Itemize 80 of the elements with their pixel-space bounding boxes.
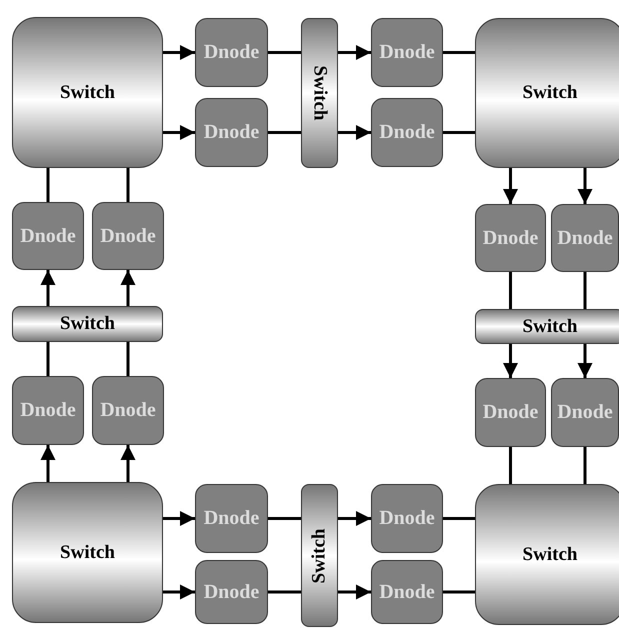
connector-line — [268, 590, 301, 594]
node-label: Dnode — [379, 41, 435, 64]
arrow — [338, 511, 371, 526]
arrow — [578, 344, 592, 378]
dnode-box — [371, 484, 443, 553]
switch-box — [12, 306, 163, 342]
dnode-box — [551, 204, 619, 272]
connector-line — [443, 51, 475, 54]
switch-box — [301, 484, 338, 627]
switch-box — [12, 482, 163, 623]
switch-box — [475, 18, 619, 168]
node-label: Switch — [60, 313, 115, 335]
arrow — [40, 445, 56, 482]
node-label: Switch — [522, 544, 578, 566]
dnode-box — [371, 98, 443, 167]
arrow — [120, 445, 136, 482]
arrow — [163, 584, 195, 600]
node-label: Dnode — [20, 224, 76, 248]
node-label: Dnode — [379, 580, 435, 604]
arrow — [120, 270, 136, 306]
node-label: Switch — [522, 82, 578, 104]
switch-box — [475, 484, 619, 625]
dnode-box — [475, 378, 546, 447]
switch-box — [12, 17, 163, 168]
node-label: Dnode — [379, 507, 435, 530]
node-label: Dnode — [204, 121, 260, 144]
connector-line — [268, 131, 301, 134]
connector-line — [268, 51, 301, 54]
dnode-box — [371, 18, 443, 87]
switch-box — [475, 309, 619, 344]
node-label: Switch — [308, 528, 330, 583]
connector-line — [509, 272, 512, 309]
dnode-box — [92, 376, 164, 445]
dnode-box — [92, 202, 164, 270]
connector-line — [268, 517, 301, 520]
node-label: Dnode — [204, 507, 260, 530]
dnode-box — [195, 484, 268, 553]
node-label: Switch — [60, 82, 115, 104]
node-label: Dnode — [482, 401, 538, 424]
connector-line — [584, 272, 586, 309]
arrow — [163, 45, 195, 60]
arrow — [338, 45, 371, 60]
arrow — [338, 125, 371, 140]
node-label: Dnode — [20, 399, 76, 422]
dnode-box — [195, 98, 268, 167]
node-label: Dnode — [204, 41, 260, 64]
node-label: Switch — [308, 66, 330, 120]
arrow — [163, 511, 195, 526]
dnode-box — [195, 560, 268, 624]
connector-line — [584, 447, 586, 484]
node-label: Dnode — [204, 580, 260, 604]
arrow — [503, 344, 518, 378]
dnode-box — [12, 376, 84, 445]
connector-line — [46, 342, 50, 376]
connector-line — [443, 131, 475, 134]
node-label: Dnode — [379, 121, 435, 144]
node-label: Switch — [522, 316, 578, 338]
node-label: Switch — [60, 542, 115, 564]
node-label: Dnode — [100, 224, 156, 248]
arrow — [578, 168, 592, 204]
arrow — [503, 168, 518, 204]
switch-box — [301, 18, 338, 168]
connector-line — [46, 168, 50, 202]
dnode-box — [12, 202, 84, 270]
connector-line — [443, 517, 475, 520]
connector-line — [443, 590, 475, 594]
connector-line — [126, 342, 130, 376]
dnode-box — [195, 18, 268, 87]
node-label: Dnode — [482, 226, 538, 250]
arrow — [338, 584, 371, 600]
arrow — [163, 125, 195, 140]
dnode-box — [371, 560, 443, 624]
arrow — [40, 270, 56, 306]
dnode-box — [551, 378, 619, 447]
connector-line — [126, 168, 130, 202]
node-label: Dnode — [557, 401, 613, 424]
dnode-box — [475, 204, 546, 272]
connector-line — [509, 447, 512, 484]
node-label: Dnode — [557, 226, 613, 250]
node-label: Dnode — [100, 399, 156, 422]
